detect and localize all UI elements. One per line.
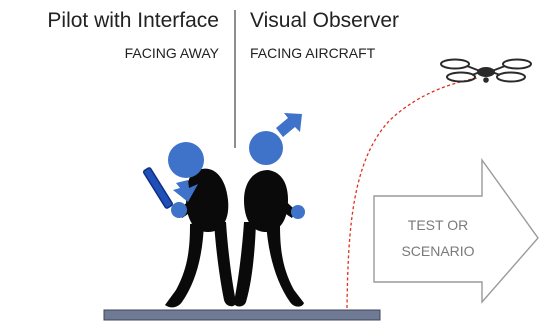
- tablet-icon: [142, 167, 174, 209]
- observer-figure: [234, 113, 305, 307]
- pilot-view-arrow: [173, 180, 198, 202]
- pilot-head: [168, 142, 204, 178]
- observer-head: [249, 131, 283, 165]
- pilot-subtitle: FACING AWAY: [124, 45, 219, 61]
- pilot-legs: [165, 222, 204, 308]
- observer-legs: [234, 222, 256, 307]
- ground-platform: [103, 309, 381, 321]
- scenario-label-line-2: SCENARIO: [401, 243, 475, 259]
- scenario-label-line-1: TEST OR: [407, 217, 469, 233]
- scenario-arrow-label: TEST OR SCENARIO: [388, 212, 488, 264]
- pilot-body: [186, 168, 229, 232]
- observer-subtitle: FACING AIRCRAFT: [250, 45, 376, 61]
- pilot-title: Pilot with Interface: [47, 9, 219, 32]
- observer-body: [244, 170, 288, 232]
- quadcopter-drone-icon: [440, 58, 532, 83]
- pilot-figure: [142, 142, 236, 308]
- scenario-arrow-shape: [373, 157, 539, 304]
- observer-view-arrow: [276, 113, 302, 137]
- flight-path-line: [346, 77, 479, 309]
- observer-title: Visual Observer: [250, 9, 400, 32]
